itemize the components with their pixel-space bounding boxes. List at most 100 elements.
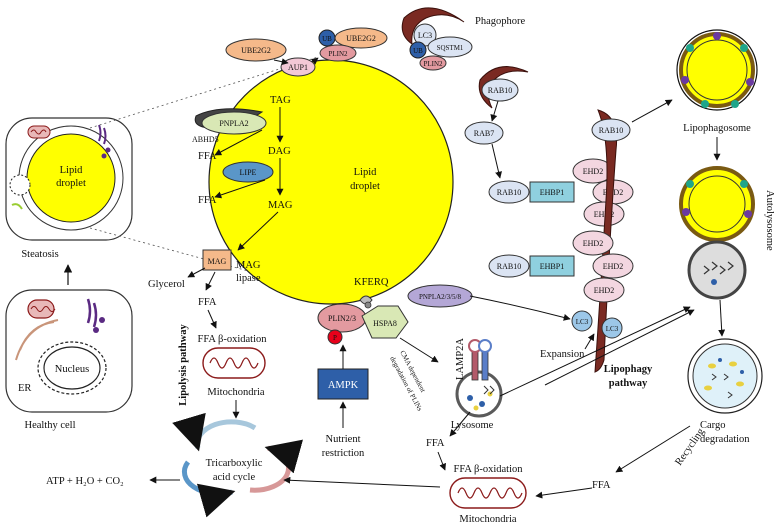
svg-text:PLIN2: PLIN2	[328, 50, 348, 58]
mag-lipase-label-2: lipase	[236, 273, 261, 284]
svg-text:LIPE: LIPE	[240, 168, 257, 177]
sqstm1-node	[427, 36, 473, 58]
ffa-label-2: FFA	[198, 195, 217, 206]
svg-text:AUP1: AUP1	[288, 63, 308, 72]
svg-text:PNPLA2/3/5/8: PNPLA2/3/5/8	[419, 293, 462, 301]
ffa-label-3: FFA	[198, 297, 217, 308]
ube2g2-node	[225, 38, 287, 62]
lysosome-label: Lysosome	[451, 420, 494, 431]
ffa-beta-ox-label-1: FFA β-oxidation	[197, 334, 267, 345]
kferq-label: KFERQ	[354, 277, 389, 288]
lipophagosome	[676, 29, 758, 111]
rab10-node-2	[488, 180, 530, 204]
mitochondrion-right	[449, 477, 527, 509]
phagophore-label: Phagophore	[475, 16, 525, 27]
svg-text:PNPLA2: PNPLA2	[219, 119, 248, 128]
steatosis-droplet-label-1: Lipid	[60, 165, 83, 176]
svg-text:UBE2G2: UBE2G2	[346, 34, 376, 43]
ub-node-2	[409, 41, 427, 59]
cargo-degradation	[687, 338, 763, 414]
rab10-node-4	[591, 118, 631, 142]
svg-text:RAB7: RAB7	[474, 129, 494, 138]
svg-text:UB: UB	[322, 35, 332, 43]
autolysosome-label: Autolysosome	[764, 190, 775, 251]
tca-cycle-arrows	[172, 412, 304, 518]
kferq-motif	[359, 295, 373, 309]
ffa-label-4: FFA	[426, 438, 445, 449]
tca-label-2: acid cycle	[213, 472, 256, 483]
cargo-label-1: Cargo	[700, 420, 725, 431]
rab7-node	[464, 121, 504, 145]
lipophagosome-label: Lipophagosome	[683, 123, 751, 134]
svg-text:EHBP1: EHBP1	[540, 262, 564, 271]
phagophore-membrane	[401, 7, 465, 46]
expansion-label: Expansion	[540, 349, 585, 360]
mag-lipase-label-1: MAG	[236, 260, 261, 271]
ehd2-node-5	[592, 253, 634, 279]
ube2g2-node-2	[334, 27, 388, 49]
lc3-node-2	[571, 310, 593, 332]
healthy-cell: Nucleus ER	[5, 289, 133, 413]
nucleus-label: Nucleus	[55, 364, 89, 375]
cargo-label-2: degradation	[700, 434, 750, 445]
atp-label: ATP + H₂O + CO₂	[46, 476, 124, 487]
mag-label: MAG	[268, 200, 293, 211]
svg-text:EHD2: EHD2	[583, 239, 603, 248]
mitochondrion-left	[202, 347, 266, 379]
steatosis-label: Steatosis	[21, 249, 58, 260]
svg-text:UB: UB	[413, 47, 423, 55]
svg-text:MAG: MAG	[208, 257, 227, 266]
svg-text:LC3: LC3	[576, 318, 589, 326]
svg-text:EHD2: EHD2	[594, 210, 614, 219]
lc3-node-3	[601, 317, 623, 339]
svg-text:LC3: LC3	[418, 31, 432, 40]
svg-text:RAB10: RAB10	[599, 126, 623, 135]
ehbp1-node-1	[529, 181, 575, 203]
svg-text:PLIN2/3: PLIN2/3	[328, 314, 356, 323]
ffa-label-5: FFA	[592, 480, 611, 491]
mag-lipase-node	[202, 249, 232, 271]
pnpla2-node	[201, 111, 267, 135]
ffa-label-1: FFA	[198, 151, 217, 162]
er-label: ER	[18, 383, 31, 394]
hspa8-node	[361, 305, 409, 339]
lamp2a-label: LAMP2A	[455, 338, 466, 380]
rab10-node-3	[488, 254, 530, 278]
svg-text:RAB10: RAB10	[497, 262, 521, 271]
tag-label: TAG	[270, 95, 291, 106]
ehd2-node-4	[572, 230, 614, 256]
ehd2-node-6	[583, 277, 625, 303]
svg-text:EHBP1: EHBP1	[540, 188, 564, 197]
nutrient-label-2: restriction	[322, 448, 365, 459]
svg-text:RAB10: RAB10	[497, 188, 521, 197]
aup1-node	[280, 57, 316, 77]
glycerol-label: Glycerol	[148, 279, 185, 290]
svg-text:PLIN2: PLIN2	[423, 60, 443, 68]
lysosome	[455, 339, 503, 418]
droplet-label-2: droplet	[350, 181, 380, 192]
steatosis-droplet-label-2: droplet	[56, 178, 86, 189]
svg-text:EHD2: EHD2	[603, 262, 623, 271]
svg-text:RAB10: RAB10	[488, 86, 512, 95]
steatosis-cell: Lipid droplet	[5, 117, 133, 241]
rab10-node-1	[481, 78, 519, 102]
tca-label-1: Tricarboxylic	[206, 458, 263, 469]
svg-text:P: P	[333, 334, 337, 342]
nutrient-label-1: Nutrient	[326, 434, 361, 445]
svg-text:AMPK: AMPK	[328, 380, 359, 391]
svg-text:UBE2G2: UBE2G2	[241, 46, 271, 55]
dag-label: DAG	[268, 146, 291, 157]
mitochondria-label-2: Mitochondria	[459, 514, 516, 525]
mitochondria-label-1: Mitochondria	[207, 387, 264, 398]
lipophagy-label-2: pathway	[609, 378, 648, 389]
svg-text:EHD2: EHD2	[583, 167, 603, 176]
plin2-node-1	[319, 44, 357, 62]
phospho-node	[327, 329, 343, 345]
lipolysis-pathway-label: Lipolysis pathway	[178, 324, 189, 406]
autolysosome	[679, 166, 755, 300]
abhd5-label: ABHD5	[192, 135, 219, 144]
svg-text:LC3: LC3	[606, 325, 619, 333]
plin2-node-2	[419, 55, 447, 71]
svg-text:SQSTM1: SQSTM1	[437, 44, 464, 52]
svg-text:HSPA8: HSPA8	[373, 319, 397, 328]
